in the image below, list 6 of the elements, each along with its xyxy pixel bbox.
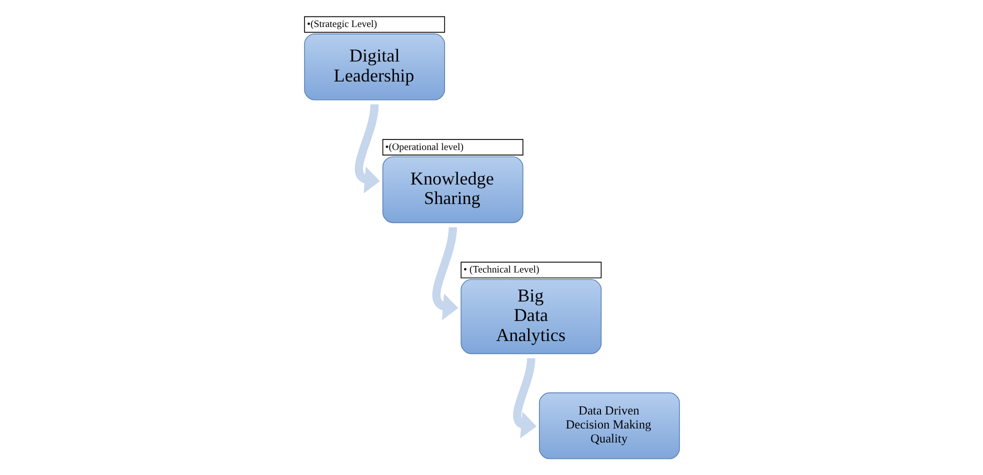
arrow [432,226,458,320]
node-label: •(Operational level) [384,142,464,153]
arrow [512,358,536,438]
node-label: • (Technical Level) [463,264,539,276]
node-label: •(Strategic Level) [306,19,377,30]
arrow [354,104,380,194]
